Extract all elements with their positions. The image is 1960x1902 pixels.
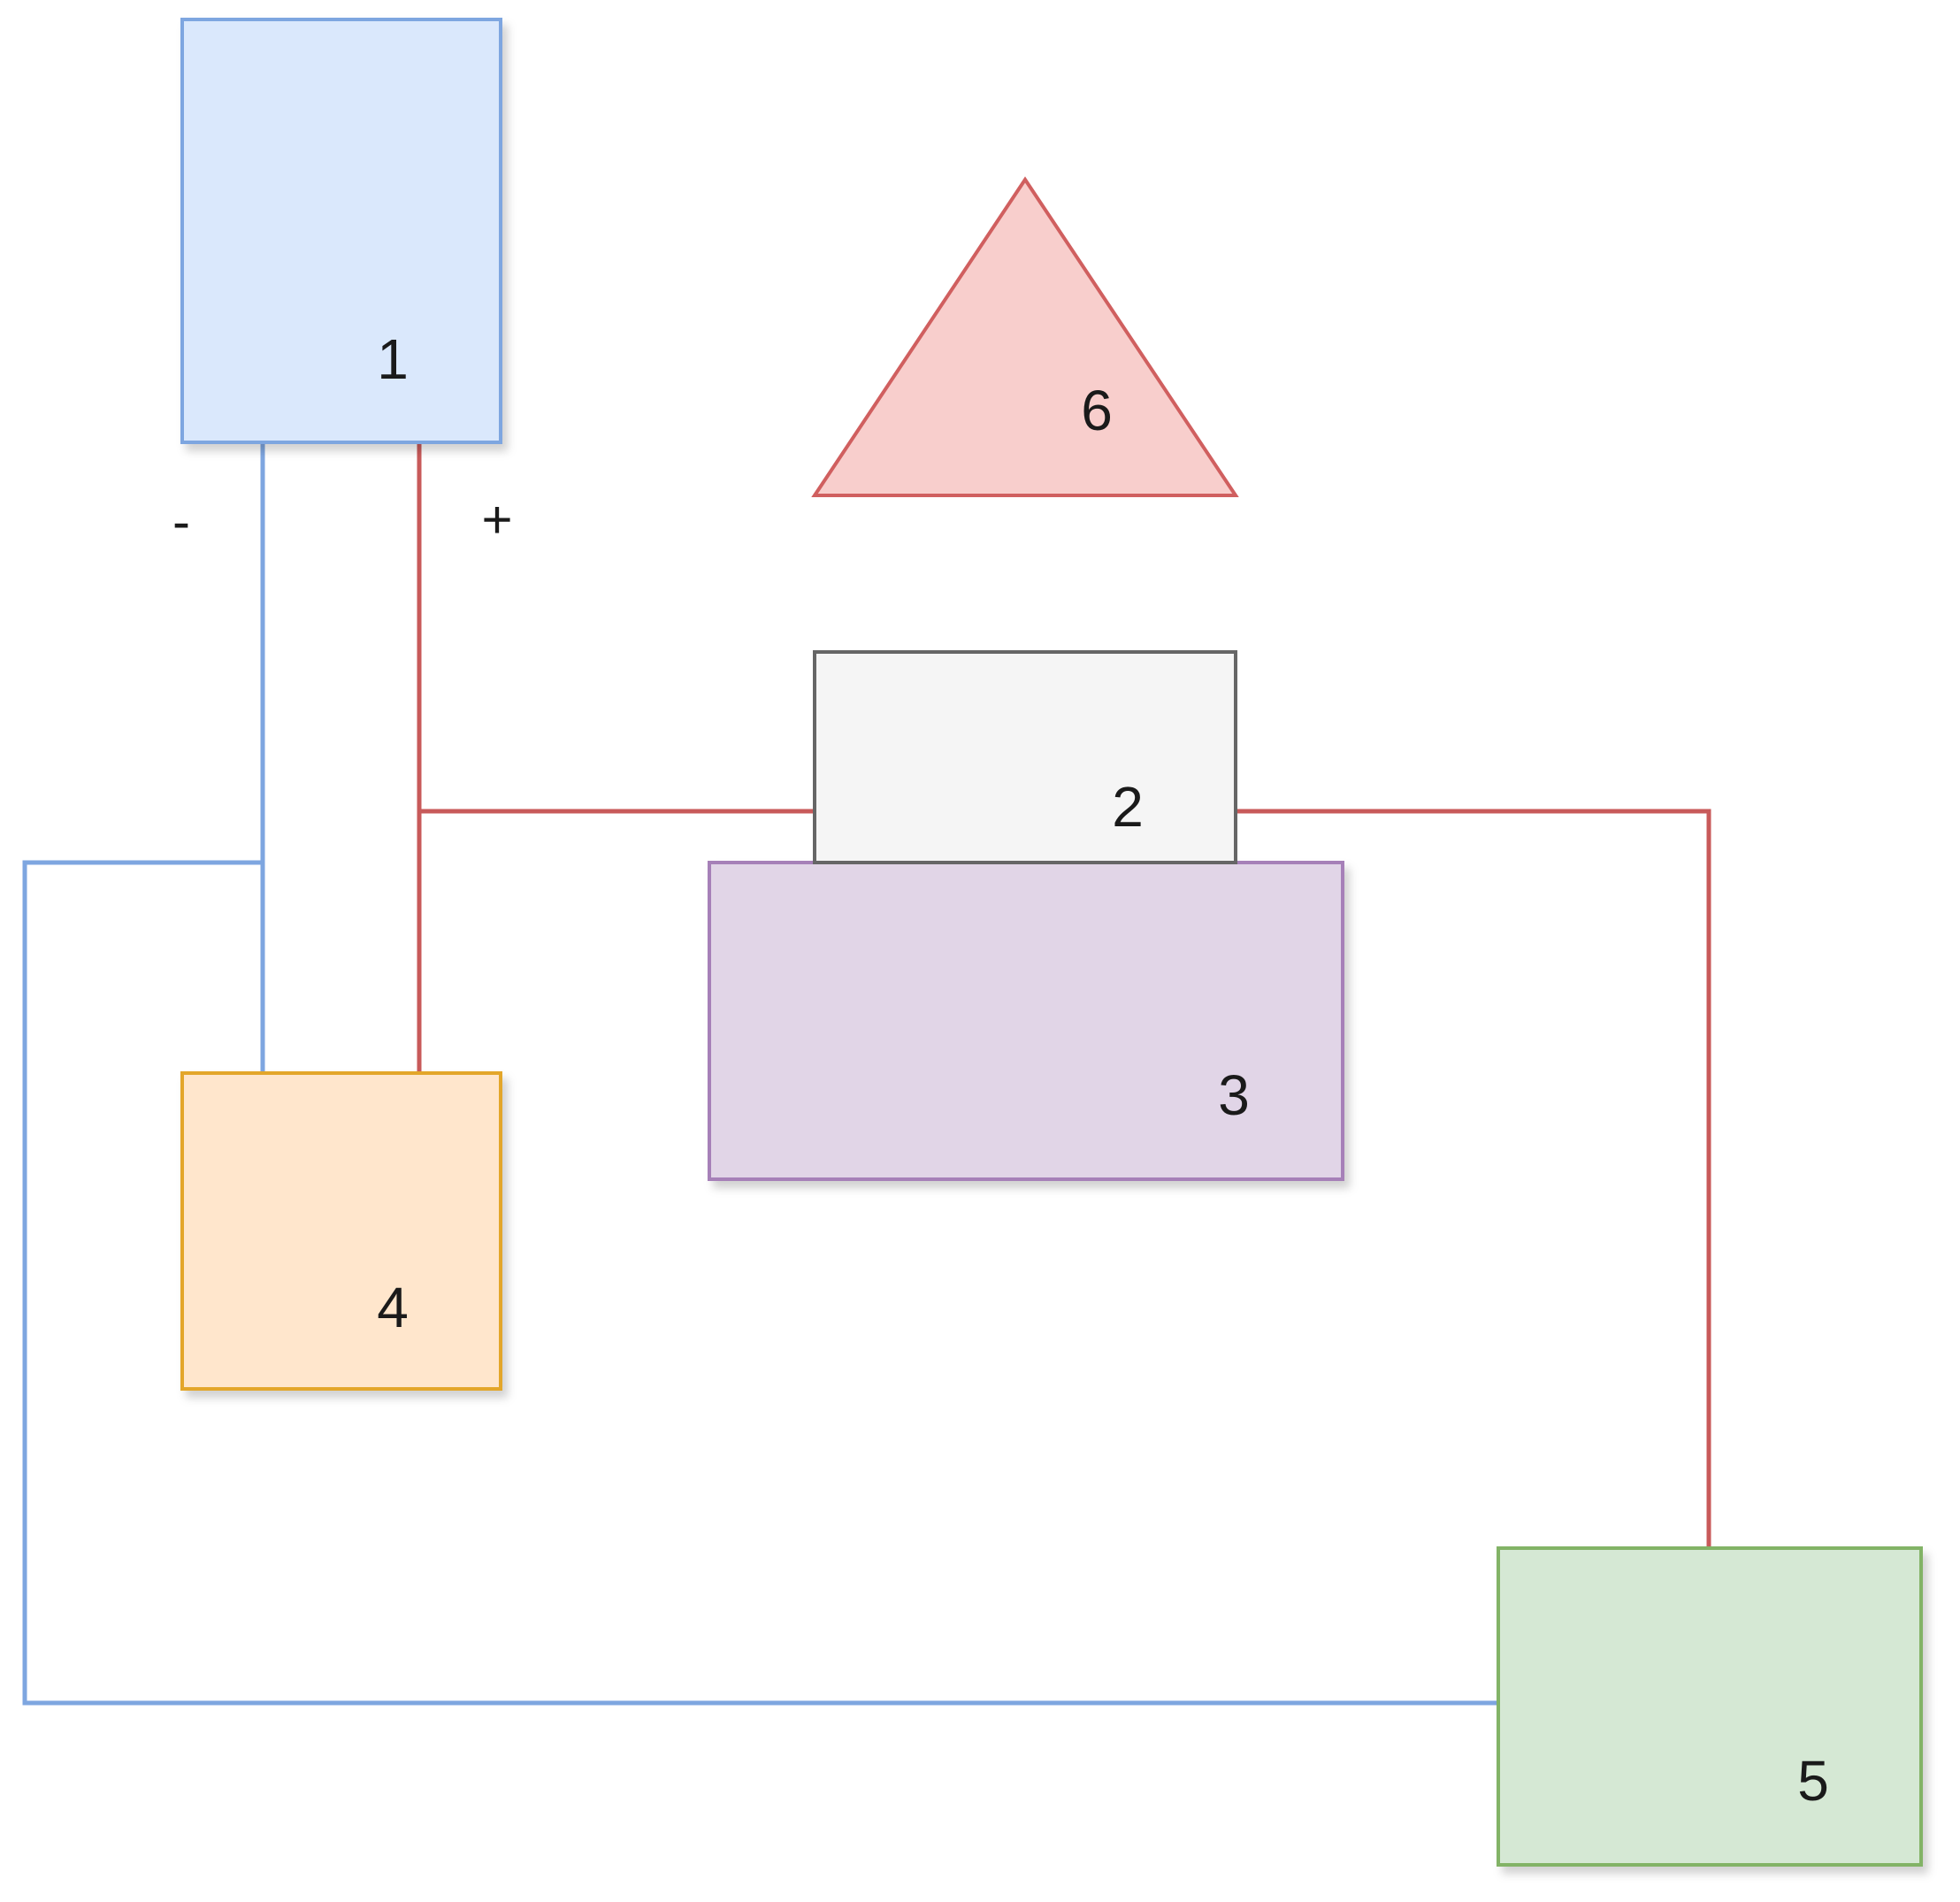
negative-wire-to-5 [22,860,1498,1706]
box-5[interactable]: 5 [1497,1546,1923,1867]
triangle-6-shape [811,176,1239,497]
box-3[interactable]: 3 [708,861,1344,1181]
box-3-label: 3 [1218,1063,1250,1127]
box-4[interactable]: 4 [180,1071,502,1391]
plus-terminal-label: + [481,490,512,549]
wire-2-to-5 [1236,809,1711,1548]
box-5-shape [1497,1546,1923,1867]
box-1-shape [180,18,502,444]
triangle-6-label: 6 [1081,379,1113,442]
box-1[interactable]: 1 [180,18,502,444]
triangle-6[interactable]: 6 [811,176,1239,497]
box-2-shape [813,650,1237,864]
box-4-shape [180,1071,502,1391]
box-2-label: 2 [1112,775,1144,839]
wires [22,442,1711,1706]
box-3-shape [708,861,1344,1181]
box-4-label: 4 [377,1276,409,1339]
box-5-label: 5 [1797,1749,1829,1813]
box-2[interactable]: 2 [813,650,1237,864]
box-1-label: 1 [377,327,409,391]
minus-terminal-label: - [172,492,190,551]
